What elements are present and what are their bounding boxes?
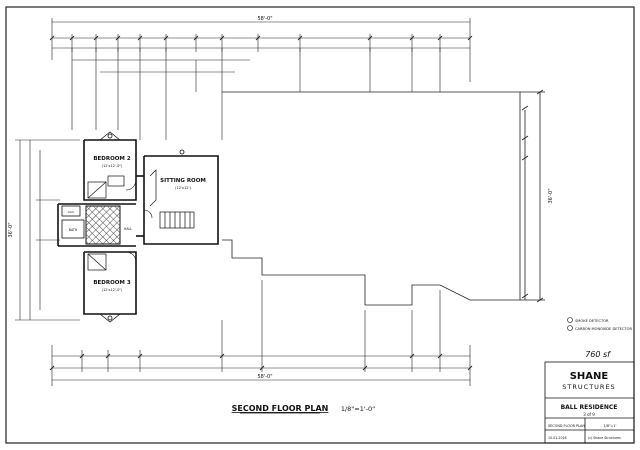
hall-label: HALL: [124, 227, 132, 231]
sheet-border: [5, 6, 635, 444]
drawing-scale: 1/8"=1'-0": [341, 405, 375, 413]
bedroom-closets: [87, 175, 125, 271]
legend: SMOKE DETECTOR CARBON MONOXIDE DETECTOR: [567, 317, 632, 331]
area-label: 760 sf: [585, 350, 611, 359]
title-block: [544, 361, 635, 444]
bottom-overall-dim: 58'-0": [257, 374, 272, 380]
left-overall-dim: 36'-0": [8, 222, 14, 237]
sheet-title: SECOND FLOOR PLAN: [548, 424, 585, 428]
left-dimensions: [15, 139, 80, 321]
copyright: (c) Shane Structures: [588, 436, 621, 440]
co-detector-icon: [567, 325, 573, 331]
lower-floor-outline: [222, 91, 545, 306]
sitting-room-size: (12'x12'): [175, 186, 191, 190]
plan-walls: [57, 139, 219, 315]
dimension-ticks-right: [521, 89, 544, 303]
stair: [149, 169, 195, 229]
sheet-scale: 1/8"=1': [604, 424, 617, 428]
legend-item-smoke: SMOKE DETECTOR: [575, 319, 609, 323]
project-name: BALL RESIDENCE: [561, 404, 618, 411]
door-swings: [125, 179, 153, 263]
sitting-room-label: SITTING ROOM: [160, 178, 206, 184]
sheet-date: 10-01-2016: [548, 436, 567, 440]
top-overall-dim: 58'-0": [257, 16, 272, 22]
bath-label: BATH: [69, 228, 78, 232]
bath-vanity: [61, 219, 85, 239]
bath-tile-cross: [86, 206, 120, 244]
top-dimensions: [51, 18, 471, 140]
dimension-ticks-bottom: [49, 353, 473, 371]
bottom-dimensions: [51, 280, 471, 386]
bedroom2-label: BEDROOM 2: [93, 156, 130, 162]
dimension-ticks-top: [49, 35, 473, 41]
bedroom3-label: BEDROOM 3: [93, 280, 130, 286]
smoke-detector-icon: [567, 317, 573, 323]
brand-top: SHANE: [570, 371, 609, 382]
sheet-number: 3 of 9: [583, 412, 595, 417]
hall-closet: [61, 205, 81, 217]
bedroom2-size: (12'x12'-0"): [102, 164, 123, 168]
gable-markers: [99, 131, 185, 323]
closet-label: CLO.: [68, 210, 75, 214]
bedroom3-size: (12'x12'-0"): [102, 288, 123, 292]
brand-bottom: STRUCTURES: [562, 383, 615, 391]
legend-item-co: CARBON MONOXIDE DETECTOR: [575, 327, 632, 331]
drawing-title: SECOND FLOOR PLAN: [232, 404, 329, 413]
right-overall-dim: 36'-0": [548, 188, 554, 203]
